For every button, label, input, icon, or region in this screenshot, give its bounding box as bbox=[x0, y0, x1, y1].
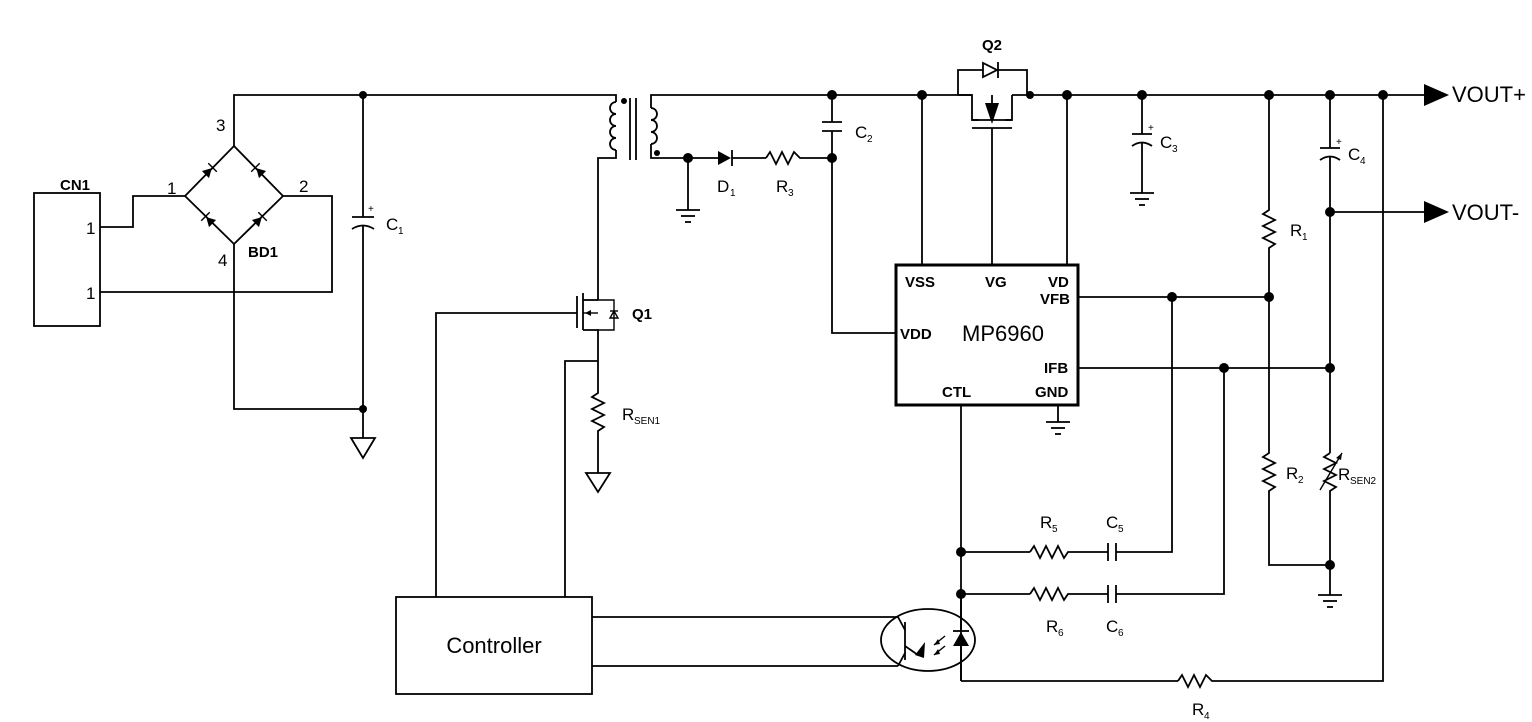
c4-name: C bbox=[1348, 145, 1360, 164]
ic-pin-vss: VSS bbox=[905, 274, 935, 291]
q1-label: Q1 bbox=[632, 306, 652, 323]
c4-sub: 4 bbox=[1360, 156, 1366, 167]
capacitor-c2: C 2 bbox=[822, 90, 873, 158]
ic-pin-ctl: CTL bbox=[942, 384, 971, 401]
bridge-pin2: 2 bbox=[299, 177, 308, 196]
resistor-r4 bbox=[1177, 95, 1384, 690]
rsen1-name: R bbox=[622, 405, 634, 424]
rsen2-name: R bbox=[1338, 465, 1350, 484]
ground-icon bbox=[584, 472, 612, 494]
resistor-r3 bbox=[765, 149, 832, 167]
bridge-rectifier-bd1: 3 1 2 4 BD1 bbox=[167, 116, 308, 270]
capacitor-c3: + C 3 bbox=[1130, 95, 1178, 206]
resistor-rsen1: R SEN1 bbox=[564, 360, 661, 533]
r6-name: R bbox=[1046, 617, 1058, 636]
c3-plus: + bbox=[1148, 123, 1154, 134]
r2-name: R bbox=[1286, 464, 1298, 483]
c2-sub: 2 bbox=[867, 134, 873, 145]
bridge-pin1: 1 bbox=[167, 179, 176, 198]
r2-sub: 2 bbox=[1298, 475, 1304, 486]
d1-name: D bbox=[717, 177, 729, 196]
ic-pin-vfb: VFB bbox=[1040, 291, 1070, 308]
voltage-divider: R 1 R 2 bbox=[1260, 95, 1330, 566]
diode-d1 bbox=[718, 151, 731, 165]
r1-name: R bbox=[1290, 221, 1302, 240]
r3-sub: 3 bbox=[788, 188, 794, 199]
optocoupler bbox=[880, 594, 976, 681]
c4-plus: + bbox=[1336, 137, 1342, 148]
bridge-pin4: 4 bbox=[218, 251, 227, 270]
output-rail: VOUT+ bbox=[832, 82, 1526, 107]
r6-sub: 6 bbox=[1058, 628, 1064, 639]
input-wires bbox=[100, 94, 363, 410]
controller-block: Controller bbox=[395, 533, 898, 695]
c1-sub: 1 bbox=[398, 226, 404, 237]
ic-mp6960: VSS VG VD VFB VDD MP6960 IFB CTL GND bbox=[894, 95, 1080, 435]
compensation-r6-c6: R 6 C 6 bbox=[956, 368, 1225, 639]
aux-supply: D 1 R 3 bbox=[676, 149, 896, 334]
r5-sub: 5 bbox=[1052, 524, 1058, 535]
c2-name: C bbox=[855, 123, 867, 142]
capacitor-c1: + C 1 bbox=[349, 91, 404, 460]
cn1-pin-bottom: 1 bbox=[86, 284, 95, 303]
c6-sub: 6 bbox=[1118, 628, 1124, 639]
vout-plus-arrow-icon bbox=[1424, 84, 1449, 106]
controller-label: Controller bbox=[446, 633, 541, 658]
c3-name: C bbox=[1160, 133, 1172, 152]
ic-name: MP6960 bbox=[962, 321, 1044, 346]
c5-sub: 5 bbox=[1118, 524, 1124, 535]
ic-pin-vdd: VDD bbox=[900, 326, 932, 343]
rsen1-sub: SEN1 bbox=[634, 416, 661, 427]
c5-name: C bbox=[1106, 513, 1118, 532]
bridge-pin3: 3 bbox=[216, 116, 225, 135]
bridge-label: BD1 bbox=[248, 244, 278, 261]
output-sense: + C 4 VOUT- R SEN2 bbox=[1318, 95, 1519, 608]
mosfet-q2: Q2 bbox=[957, 37, 1028, 265]
compensation-r5-c5: R 5 C 5 bbox=[956, 297, 1173, 561]
ic-pin-ifb: IFB bbox=[1044, 360, 1068, 377]
c1-plus: + bbox=[368, 204, 374, 215]
ic-pin-vd: VD bbox=[1048, 274, 1069, 291]
c3-sub: 3 bbox=[1172, 144, 1178, 155]
r3-name: R bbox=[776, 177, 788, 196]
transformer bbox=[363, 94, 832, 300]
vout-minus-arrow-icon bbox=[1424, 201, 1449, 223]
r5-name: R bbox=[1040, 513, 1052, 532]
vout-plus-label: VOUT+ bbox=[1452, 82, 1526, 107]
vout-minus-label: VOUT- bbox=[1452, 200, 1519, 225]
connector-cn1: CN1 1 1 bbox=[33, 177, 101, 327]
cn1-pin-top: 1 bbox=[86, 219, 95, 238]
ic-pin-vg: VG bbox=[985, 274, 1007, 291]
d1-sub: 1 bbox=[730, 188, 736, 199]
ic-pin-gnd: GND bbox=[1035, 384, 1069, 401]
ground-icon bbox=[349, 437, 377, 460]
c6-name: C bbox=[1106, 617, 1118, 636]
r4-sub: 4 bbox=[1204, 711, 1210, 722]
r4-name: R bbox=[1192, 700, 1204, 719]
q2-label: Q2 bbox=[982, 37, 1002, 54]
cn1-label: CN1 bbox=[60, 177, 90, 194]
c1-name: C bbox=[386, 215, 398, 234]
mosfet-q1: Q1 bbox=[435, 293, 652, 533]
rsen2-sub: SEN2 bbox=[1350, 476, 1377, 487]
r1-sub: 1 bbox=[1302, 232, 1308, 243]
